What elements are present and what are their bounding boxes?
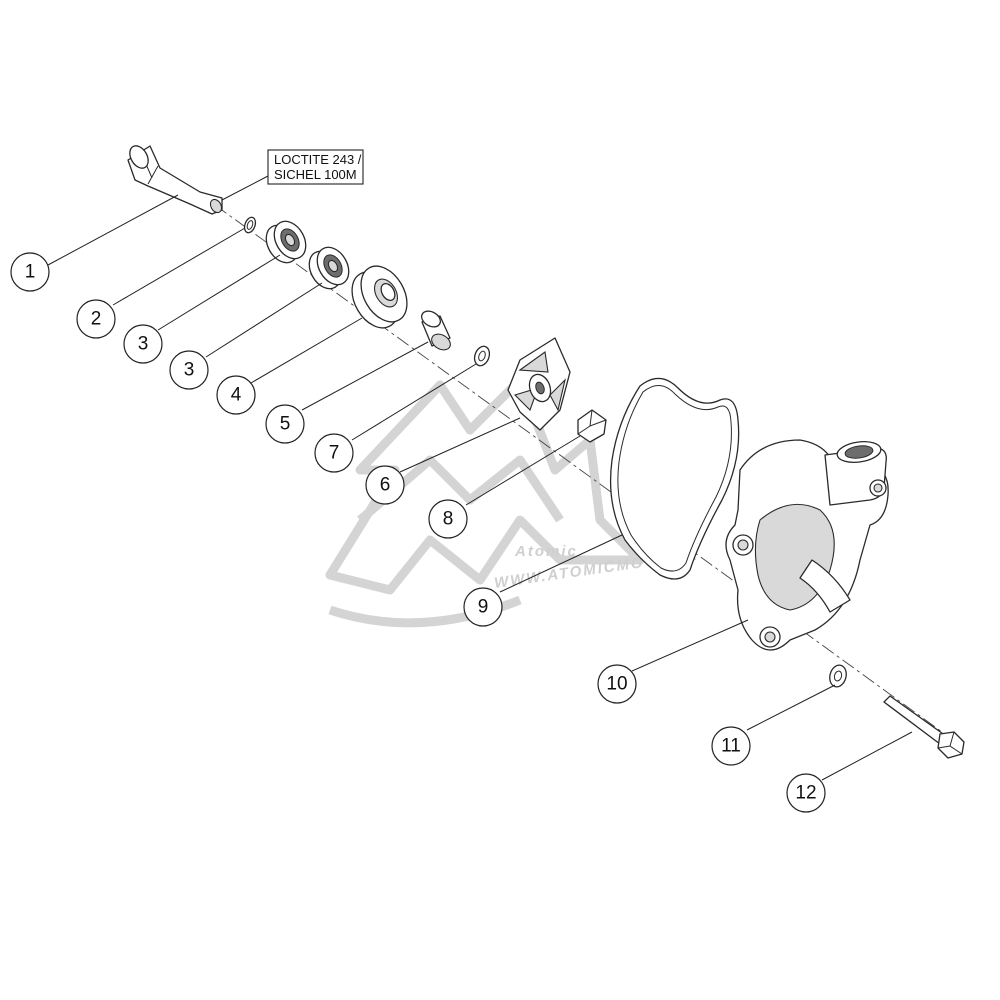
callout-5: 5	[265, 404, 305, 444]
leader-3b	[205, 282, 323, 358]
leader-note	[221, 175, 269, 201]
svg-text:1: 1	[25, 262, 36, 283]
leader-5	[301, 341, 429, 411]
leader-8	[465, 435, 581, 506]
svg-text:7: 7	[329, 443, 340, 464]
leader-3a	[157, 254, 281, 331]
callout-2: 2	[76, 299, 116, 339]
leader-10	[631, 619, 749, 672]
loctite-note-box	[267, 149, 364, 185]
callout-9: 9	[463, 587, 503, 627]
callout-7: 7	[314, 433, 354, 473]
part-2-ring	[243, 216, 257, 234]
leader-7	[351, 363, 477, 441]
part-12-bolt	[883, 695, 965, 759]
callout-8: 8	[428, 499, 468, 539]
part-9-gasket	[609, 377, 740, 580]
svg-text:3: 3	[138, 334, 149, 355]
part-10-pump-cover	[725, 439, 889, 651]
assembly-axis	[214, 204, 961, 746]
svg-text:8: 8	[443, 509, 454, 530]
part-3-bearing-a	[265, 220, 307, 264]
part-1-shaft	[127, 145, 223, 215]
svg-text:12: 12	[795, 783, 816, 804]
part-7-washer	[473, 345, 491, 367]
callout-3a: 3	[123, 324, 163, 364]
part-8-nut	[577, 409, 607, 443]
leader-2	[112, 227, 246, 306]
loctite-note-line1: LOCTITE 243 /	[274, 152, 362, 167]
part-6-impeller	[507, 337, 571, 431]
svg-text:11: 11	[721, 736, 741, 757]
callout-1: 1	[10, 252, 50, 292]
loctite-note-line2: SICHEL 100M	[274, 167, 357, 182]
leader-lines	[47, 175, 913, 781]
callout-12: 12	[786, 773, 826, 813]
svg-text:10: 10	[606, 674, 627, 695]
callout-10: 10	[597, 664, 637, 704]
callout-11: 11	[711, 726, 751, 766]
svg-text:3: 3	[184, 360, 195, 381]
leader-9	[499, 534, 623, 593]
watermark-logo-text: Atomic	[514, 543, 578, 560]
leader-6	[399, 417, 521, 473]
leader-4	[250, 317, 363, 384]
leader-11	[746, 684, 836, 731]
part-3-bearing-b	[308, 246, 350, 290]
svg-text:5: 5	[280, 414, 291, 435]
svg-text:4: 4	[231, 385, 242, 406]
callout-3b: 3	[169, 350, 209, 390]
leader-12	[821, 731, 913, 781]
callout-6: 6	[365, 465, 405, 505]
svg-text:6: 6	[380, 475, 391, 496]
svg-text:9: 9	[478, 597, 489, 618]
part-11-washer	[829, 664, 847, 688]
part-5-sleeve	[421, 310, 451, 351]
callout-4: 4	[216, 375, 256, 415]
svg-text:2: 2	[91, 309, 102, 330]
part-4-seal	[351, 265, 408, 329]
leader-1	[47, 194, 179, 266]
loctite-note: LOCTITE 243 / SICHEL 100M	[267, 149, 364, 185]
